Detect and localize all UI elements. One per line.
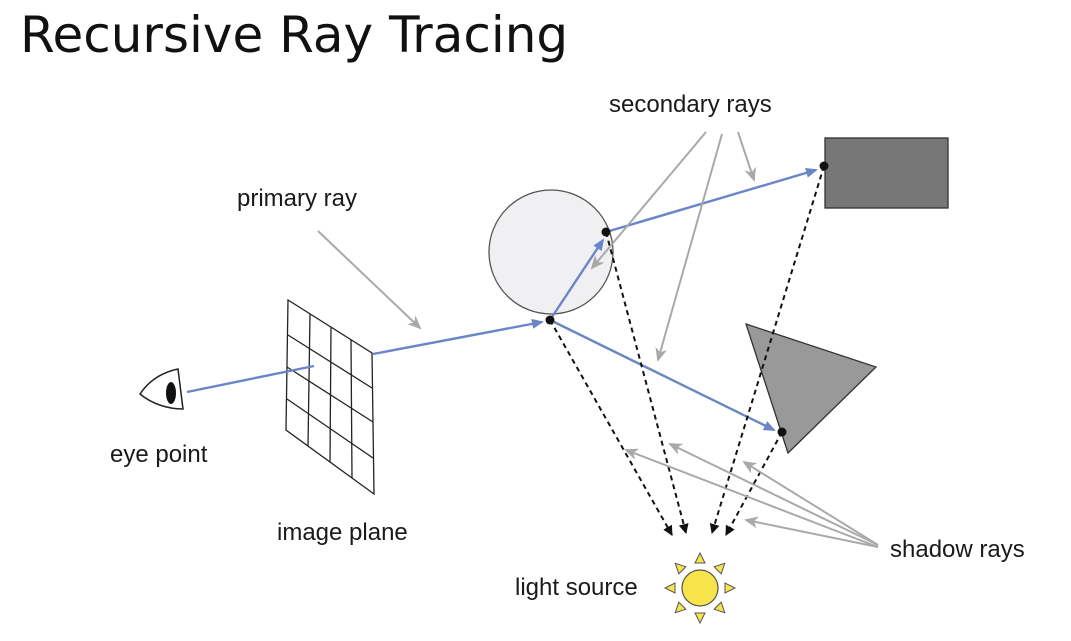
primary-ray-plane-to-sphere <box>372 318 544 356</box>
secondary-ray-reflection-to-triangle <box>549 318 776 432</box>
eye-point-label: eye point <box>110 441 208 468</box>
shadow-rays-pointers <box>624 443 879 548</box>
primary-ray-pointer <box>317 230 422 330</box>
image-plane-grid <box>285 298 375 496</box>
shadow-rays <box>549 165 825 536</box>
eye-icon <box>139 368 184 410</box>
primary-ray-eye-to-plane <box>186 364 315 394</box>
secondary-rays-pointers <box>590 131 756 362</box>
image-plane-label: image plane <box>277 519 408 546</box>
shadow-rays-label: shadow rays <box>890 536 1025 563</box>
page-title: Recursive Ray Tracing <box>20 6 569 64</box>
intersection-points <box>545 161 829 437</box>
secondary-ray-refraction <box>548 238 605 321</box>
light-source-label: light source <box>515 574 638 601</box>
rectangle-object <box>824 137 949 209</box>
triangle-object <box>744 322 878 455</box>
secondary-rays-label: secondary rays <box>609 91 772 118</box>
secondary-ray-to-rectangle <box>605 168 818 234</box>
sphere <box>488 189 614 315</box>
primary-ray-label: primary ray <box>237 185 358 212</box>
sun-icon <box>663 551 737 625</box>
